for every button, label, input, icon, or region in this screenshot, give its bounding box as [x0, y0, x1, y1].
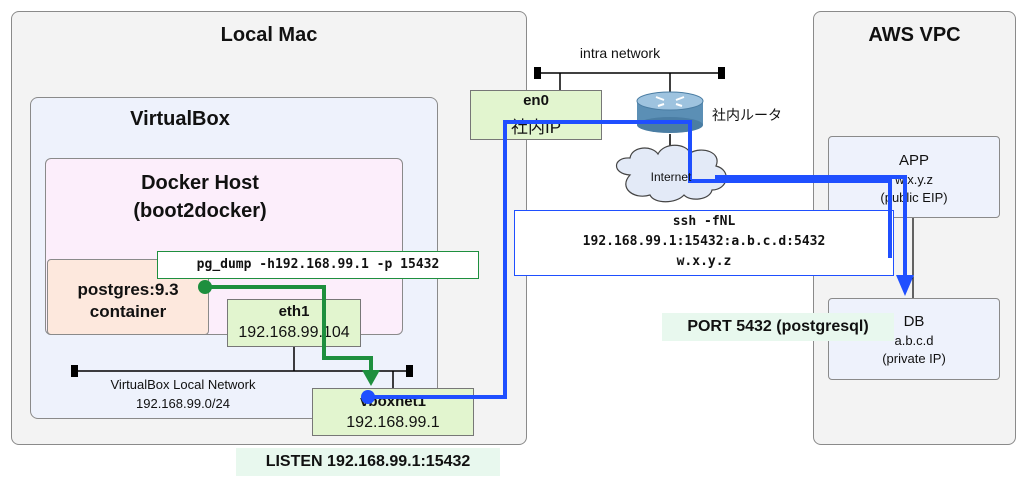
- eth1-box: [227, 299, 361, 347]
- db-label: DB: [903, 313, 925, 330]
- pg-dump-arrow: [205, 285, 373, 372]
- listen-label: LISTEN 192.168.99.1:15432: [236, 448, 500, 476]
- pg-dump-command-box: pg_dump -h192.168.99.1 -p 15432: [157, 251, 479, 279]
- aws-vpc-title: AWS VPC: [868, 24, 961, 46]
- vbox-network-label: VirtualBox Local Network: [110, 377, 256, 392]
- intra-network-bus: [534, 67, 725, 92]
- ssh-command-box: [514, 210, 894, 276]
- app-label: APP: [898, 152, 929, 169]
- vboxnet1-ip: 192.168.99.1: [346, 414, 440, 431]
- router-label: 社内ルータ: [712, 107, 782, 123]
- docker-host-title-line2: (boot2docker): [133, 200, 267, 222]
- ssh-command-line1: ssh -fNL: [672, 214, 736, 229]
- internet-cloud-icon: [615, 144, 727, 203]
- virtualbox-title: VirtualBox: [130, 108, 230, 130]
- app-note: (public EIP): [880, 190, 948, 205]
- postgres-container-label: postgres:9.3: [77, 280, 179, 299]
- db-note: (private IP): [882, 351, 946, 366]
- intra-network-label: intra network: [579, 45, 661, 61]
- vbox-network-cidr: 192.168.99.0/24: [136, 396, 230, 411]
- en0-box: [470, 90, 602, 140]
- ssh-command-line3: w.x.y.z: [676, 254, 732, 269]
- eth1-ip: 192.168.99.104: [238, 324, 350, 341]
- postgres-container-sublabel: container: [89, 302, 167, 321]
- internet-label: Internet: [650, 170, 692, 184]
- eth1-label: eth1: [278, 303, 310, 320]
- docker-host-title-line1: Docker Host: [141, 172, 259, 194]
- pg-dump-origin-dot: [198, 280, 212, 294]
- tunnel-endpoint-dot: [361, 390, 375, 404]
- ssh-command-line2: 192.168.99.1:15432:a.b.c.d:5432: [582, 234, 826, 249]
- db-ip: a.b.c.d: [894, 333, 934, 348]
- local-mac-title: Local Mac: [220, 24, 318, 46]
- vbox-network-bus: [71, 347, 413, 388]
- en0-label: en0: [523, 92, 549, 109]
- port-label: PORT 5432 (postgresql): [662, 313, 894, 341]
- ssh-tunnel-arrowhead: [896, 275, 914, 296]
- router-icon: [636, 91, 704, 133]
- ssh-tunnel-arrow: [368, 120, 892, 399]
